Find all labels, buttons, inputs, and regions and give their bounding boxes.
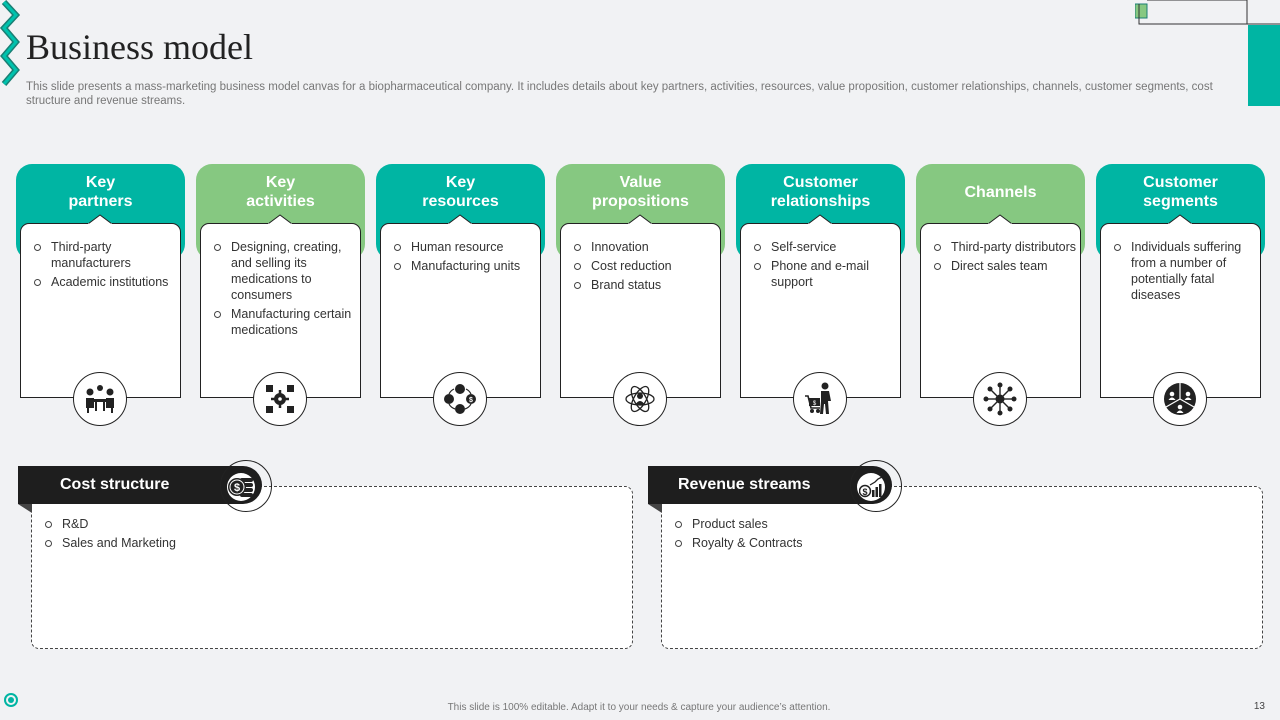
svg-text:$: $ xyxy=(862,487,867,497)
list-item: Third-party distributors xyxy=(931,239,1077,255)
revenue-streams-list: Product sales Royalty & Contracts xyxy=(672,516,802,554)
list-item: R&D xyxy=(42,516,176,532)
cost-structure-list: R&D Sales and Marketing xyxy=(42,516,176,554)
resource-network-icon: $ xyxy=(433,372,487,426)
revenue-growth-icon: $ xyxy=(857,473,885,501)
list-item: Brand status xyxy=(571,277,717,293)
atom-person-icon xyxy=(613,372,667,426)
card-title: Key partners xyxy=(68,174,133,210)
list-item: Sales and Marketing xyxy=(42,535,176,551)
card-notch xyxy=(628,214,652,226)
page-subtitle: This slide presents a mass-marketing bus… xyxy=(26,81,1213,107)
card-notch xyxy=(268,214,292,226)
dollar-coins-icon: $ xyxy=(227,473,255,501)
shopping-cart-person-icon: $ xyxy=(793,372,847,426)
corner-decoration xyxy=(1135,0,1280,106)
card-notch xyxy=(448,214,472,226)
svg-text:$: $ xyxy=(234,482,240,494)
card-title: Key resources xyxy=(422,174,499,210)
cost-structure-panel: $ Cost structure R&D Sales and Marketing xyxy=(18,460,638,652)
list-item: Designing, creating, and selling its med… xyxy=(211,239,357,303)
meeting-table-icon xyxy=(73,372,127,426)
list-item: Royalty & Contracts xyxy=(672,535,802,551)
tab-fold xyxy=(18,504,32,513)
page-number: 13 xyxy=(1253,701,1265,712)
card-title: Value propositions xyxy=(592,174,689,210)
list-item: Manufacturing units xyxy=(391,258,537,274)
cost-structure-title: Cost structure xyxy=(60,476,170,493)
tab-fold xyxy=(648,504,662,513)
card-title: Customer relationships xyxy=(770,174,871,210)
card-title: Key activities xyxy=(246,174,315,210)
svg-text:$: $ xyxy=(469,397,473,404)
list-item: Direct sales team xyxy=(931,258,1077,274)
footer-note: This slide is 100% editable. Adapt it to… xyxy=(447,702,831,713)
cost-structure-box xyxy=(31,486,633,649)
list-item: Academic institutions xyxy=(31,274,177,290)
hub-network-icon xyxy=(973,372,1027,426)
revenue-streams-panel: $ Revenue streams Product sales Royalty … xyxy=(648,460,1268,652)
list-item: Cost reduction xyxy=(571,258,717,274)
list-item: Self-service xyxy=(751,239,897,255)
card-notch xyxy=(988,214,1012,226)
list-item: Product sales xyxy=(672,516,802,532)
list-item: Innovation xyxy=(571,239,717,255)
list-item: Individuals suffering from a number of p… xyxy=(1111,239,1257,303)
user-group-shield-icon xyxy=(1153,372,1207,426)
card-list: Designing, creating, and selling its med… xyxy=(211,239,357,341)
revenue-streams-box xyxy=(661,486,1263,649)
zigzag-decoration xyxy=(0,0,21,86)
corner-circle-decoration xyxy=(4,693,18,707)
icon-ring xyxy=(220,460,272,512)
card-notch xyxy=(88,214,112,226)
list-item: Manufacturing certain medications xyxy=(211,306,357,338)
card-body: Designing, creating, and selling its med… xyxy=(200,223,361,398)
card-body: Individuals suffering from a number of p… xyxy=(1100,223,1261,398)
workflow-gear-icon xyxy=(253,372,307,426)
page-title: Business model xyxy=(26,27,254,67)
card-notch xyxy=(1168,214,1192,226)
card-notch xyxy=(808,214,832,226)
card-title: Customer segments xyxy=(1143,174,1218,210)
card-title: Channels xyxy=(964,183,1037,201)
list-item: Phone and e-mail support xyxy=(751,258,897,290)
revenue-streams-title: Revenue streams xyxy=(678,476,811,493)
svg-text:$: $ xyxy=(813,401,817,407)
card-list: Individuals suffering from a number of p… xyxy=(1111,239,1257,306)
list-item: Third-party manufacturers xyxy=(31,239,177,271)
icon-ring xyxy=(850,460,902,512)
list-item: Human resource xyxy=(391,239,537,255)
